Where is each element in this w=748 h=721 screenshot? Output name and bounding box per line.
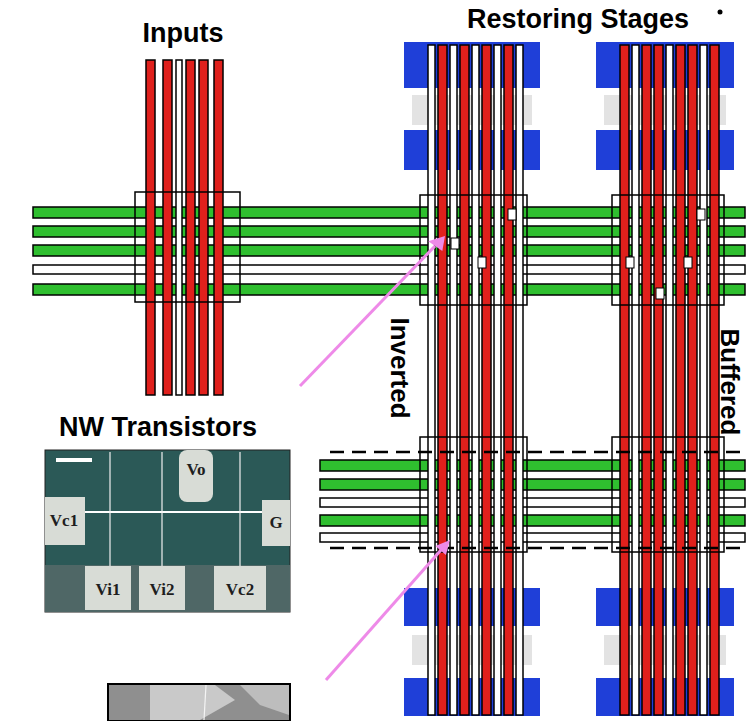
leader-line xyxy=(300,246,435,386)
crossing-outline xyxy=(420,437,527,552)
electrode xyxy=(85,566,131,610)
input-nanowires xyxy=(146,60,223,395)
white-nanowire xyxy=(450,45,457,715)
stage-label: Inverted xyxy=(387,317,413,418)
red-nanowire xyxy=(620,45,629,715)
restoring-stage-nanowires xyxy=(620,45,719,715)
transistor-mark xyxy=(451,238,459,249)
electrode xyxy=(240,685,289,715)
signal-name: Vo xyxy=(185,461,206,479)
dot xyxy=(718,10,723,15)
transistor-mark xyxy=(508,209,516,220)
transistor-mark xyxy=(697,209,705,220)
electrode xyxy=(150,685,235,720)
leader-line xyxy=(326,550,441,680)
crossing-outline xyxy=(612,437,724,552)
red-nanowire xyxy=(146,60,155,395)
red-nanowire xyxy=(186,60,195,395)
red-nanowire xyxy=(214,60,223,395)
signal-name: Vi2 xyxy=(149,581,176,599)
transistor-mark xyxy=(478,257,486,268)
electrode xyxy=(179,450,213,502)
arrowhead xyxy=(428,236,445,251)
micrograph-ground xyxy=(108,684,290,721)
red-nanowire xyxy=(688,45,697,715)
red-nanowire xyxy=(163,60,172,395)
white-nanowire xyxy=(176,60,182,395)
red-nanowire xyxy=(199,60,208,395)
transistor-mark xyxy=(626,257,634,268)
white-nanowire xyxy=(494,45,501,715)
red-nanowire xyxy=(654,45,663,715)
electrode xyxy=(45,497,85,545)
white-nanowire xyxy=(666,45,673,715)
signal-name: Vc2 xyxy=(225,581,255,599)
white-nanowire xyxy=(428,45,435,715)
crossing-outline xyxy=(135,192,240,302)
micrograph-ground xyxy=(45,450,290,612)
nanowire xyxy=(239,452,240,566)
white-nanowire xyxy=(632,45,639,715)
dashed-boundary xyxy=(330,547,740,550)
signal-name: G xyxy=(268,514,283,532)
nanowire xyxy=(161,452,162,566)
section-heading: Restoring Stages xyxy=(467,5,689,35)
nanowire xyxy=(85,511,262,513)
scale-bar xyxy=(56,458,92,462)
micrograph-lower-band xyxy=(45,565,290,612)
red-nanowire xyxy=(676,45,685,715)
nanowire xyxy=(204,685,206,720)
transistor-mark xyxy=(684,257,692,268)
red-nanowire xyxy=(482,45,491,715)
arrowhead xyxy=(436,540,451,555)
white-nanowire xyxy=(516,45,523,715)
red-nanowire xyxy=(438,45,447,715)
callout-heading: NW Transistors xyxy=(59,413,257,443)
transistor-mark xyxy=(656,288,664,299)
crossing-outline xyxy=(420,195,527,305)
red-nanowire xyxy=(642,45,651,715)
red-nanowire xyxy=(460,45,469,715)
signal-name: Vi1 xyxy=(95,581,122,599)
leader-arrows xyxy=(300,236,450,680)
dashed-boundary xyxy=(330,451,740,454)
electrode xyxy=(262,500,290,546)
white-nanowire xyxy=(700,45,707,715)
white-nanowire xyxy=(472,45,479,715)
sem-micrograph xyxy=(108,684,290,721)
signal-name: Vc1 xyxy=(49,512,79,530)
sem-micrograph xyxy=(45,450,290,612)
crossing-outline xyxy=(612,195,724,305)
transistor-marks xyxy=(451,209,705,299)
section-heading: Inputs xyxy=(143,19,224,49)
stage-label: Buffered xyxy=(717,329,743,436)
electrode xyxy=(214,566,266,610)
red-nanowire xyxy=(504,45,513,715)
restoring-stage-nanowires xyxy=(428,45,523,715)
electrode xyxy=(139,566,185,610)
nanowire xyxy=(109,452,110,566)
